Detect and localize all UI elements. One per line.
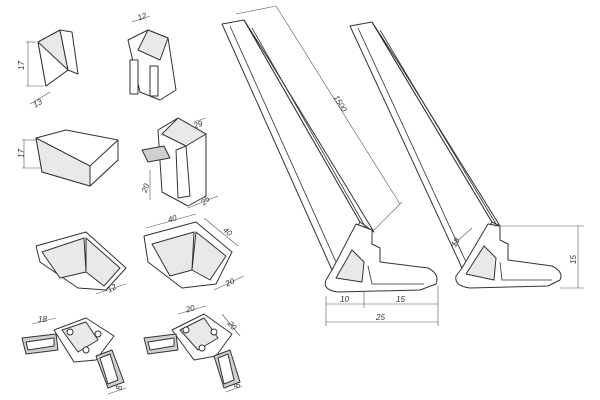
corner-joint-right-c: 8 (233, 383, 242, 388)
corner-joint-left: 18 8 (21, 315, 127, 395)
end-cap-right-width: 12 (136, 11, 148, 23)
inner-corner: 12 (35, 231, 127, 294)
inner-cap-height: 17 (17, 149, 26, 158)
profile-left-15: 15 (396, 295, 405, 304)
outer-corner-b: 40 (221, 225, 234, 238)
profile-left: 1500 10 15 25 (221, 5, 439, 326)
end-cap-right: 12 (127, 11, 177, 101)
corner-joint-left-b: 8 (115, 385, 124, 390)
connector-90-b: 20 (139, 182, 151, 195)
corner-joint-right: 20 20 8 (143, 303, 243, 393)
outer-corner-c: 20 (223, 276, 236, 289)
outer-corner: 40 40 20 (143, 213, 245, 291)
end-cap-left: 17 13 (17, 29, 79, 110)
end-cap-left-height: 17 (17, 61, 26, 70)
end-cap-left-depth: 13 (32, 97, 45, 110)
profile-right-15: 15 (569, 255, 578, 264)
corner-joint-left-a: 18 (38, 315, 47, 324)
inner-cap: 17 (17, 129, 119, 187)
outer-corner-a: 40 (167, 213, 178, 224)
profile-right: 15 18 (349, 21, 584, 289)
corner-joint-right-a: 20 (184, 303, 196, 314)
profile-left-25: 25 (375, 313, 385, 322)
connector-90: 29 20 25 (139, 117, 219, 209)
connector-90-a: 29 (191, 119, 204, 131)
profile-left-10: 10 (340, 295, 349, 304)
profile-left-length: 1500 (332, 94, 349, 114)
